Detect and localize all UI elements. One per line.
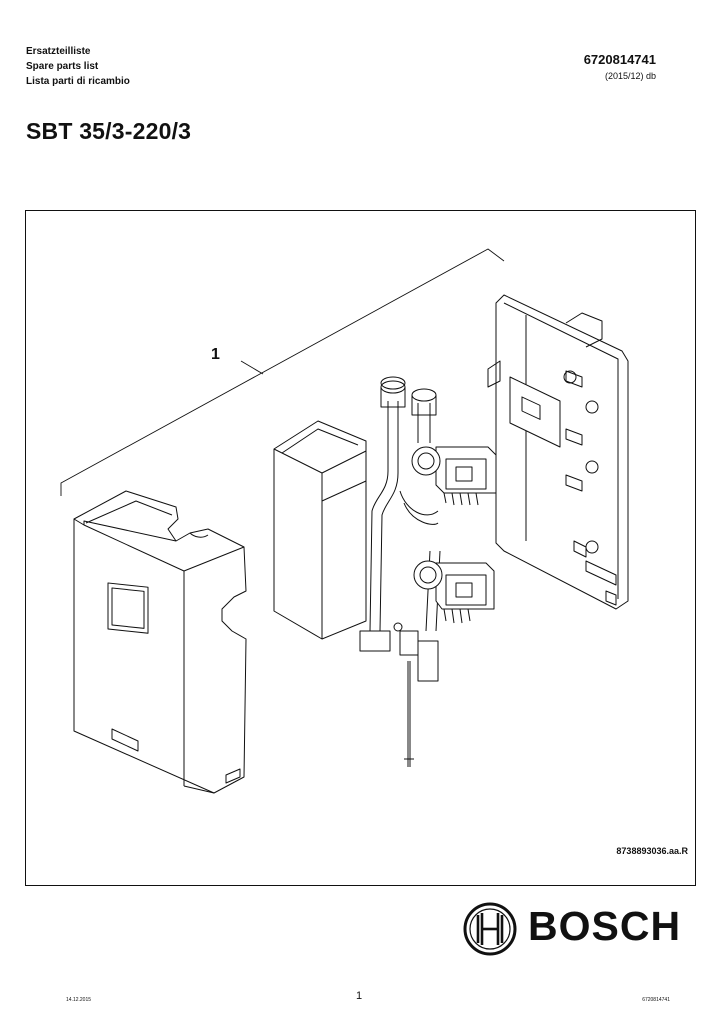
document-number: 6720814741 [583,52,656,67]
figure-frame [25,210,696,886]
page-number: 1 [356,990,363,1002]
footer-document-number: 6720814741 [642,997,670,1003]
exploded-view-drawing [60,248,629,794]
product-title: SBT 35/3-220/3 [26,118,192,144]
doc-title-de: Ersatzteilliste [26,46,91,57]
brand-wordmark: BOSCH [528,903,682,949]
part-callout-1: 1 [211,346,220,363]
bosch-armature-icon [463,902,517,956]
edition-info: (2015/12) db [604,71,656,81]
callout-leader [60,248,505,496]
doc-title-en: Spare parts list [26,61,99,72]
back-insulation-box [273,420,367,640]
document-type-list: Ersatzteilliste Spare parts list Lista p… [26,44,130,89]
doc-title-it: Lista parti di ricambio [26,76,130,87]
footer-date: 14.12.2015 [66,997,92,1003]
pump-valve-group [359,376,497,767]
figure-reference: 8738893036.aa.R [616,846,688,856]
mounting-bracket [487,294,629,610]
insulation-cover [73,490,247,794]
